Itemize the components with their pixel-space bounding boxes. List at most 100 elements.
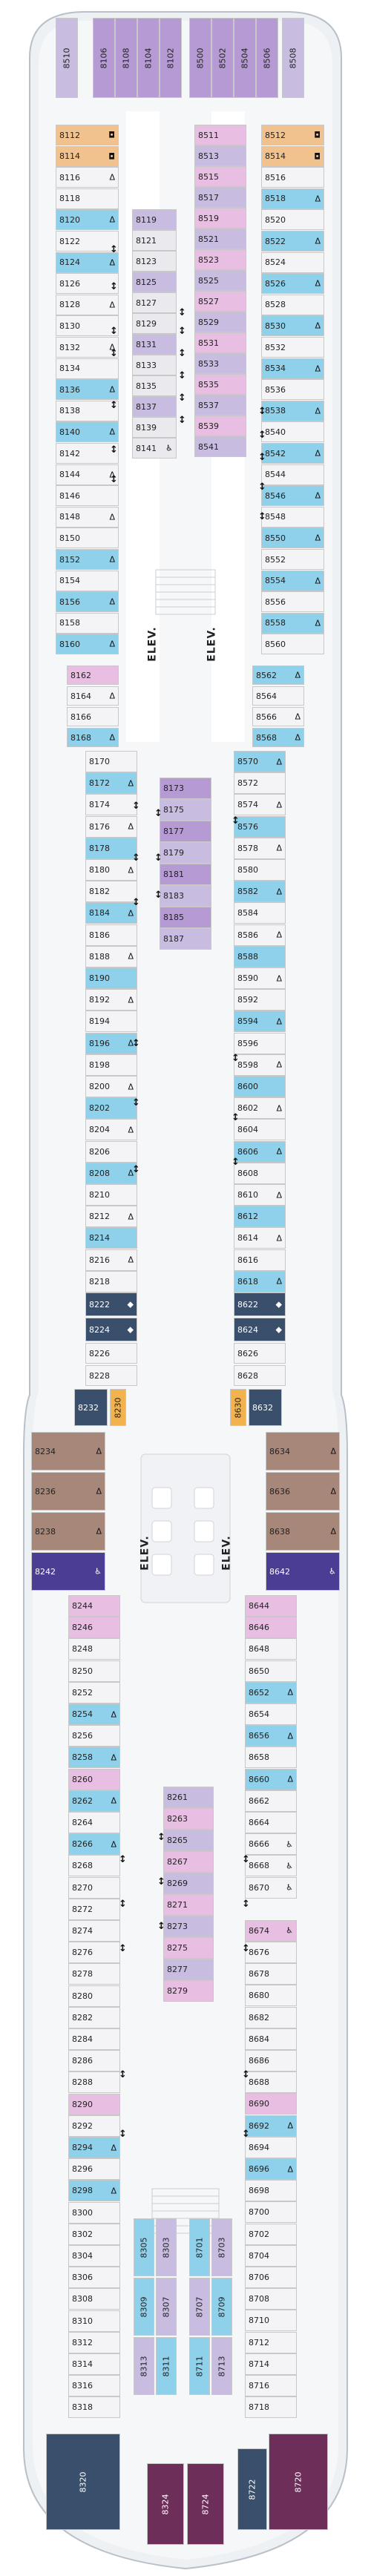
cabin-8709[interactable]: 8709	[211, 2278, 232, 2336]
cabin-8139[interactable]: 8139	[132, 417, 177, 438]
cabin-8300[interactable]: 8300	[68, 2201, 120, 2224]
cabin-8612[interactable]: 8612	[234, 1206, 286, 1228]
cabin-8580[interactable]: 8580	[234, 859, 286, 881]
cabin-8214[interactable]: 8214	[85, 1227, 137, 1249]
cabin-8112[interactable]: 8112◘	[56, 125, 119, 145]
cabin-8531[interactable]: 8531	[194, 332, 246, 353]
cabin-8521[interactable]: 8521	[194, 229, 246, 249]
cabin-8308[interactable]: 8308	[68, 2288, 120, 2310]
cabin-8644[interactable]: 8644	[245, 1595, 297, 1617]
cabin-8674[interactable]: 8674♿	[245, 1919, 297, 1942]
cabin-8520[interactable]: 8520	[261, 209, 324, 231]
cabin-8318[interactable]: 8318	[68, 2396, 120, 2419]
cabin-8275[interactable]: 8275	[163, 1937, 214, 1959]
cabin-8127[interactable]: 8127	[132, 292, 177, 313]
cabin-8678[interactable]: 8678	[245, 1963, 297, 1985]
cabin-8185[interactable]: 8185	[160, 907, 211, 928]
cabin-8560[interactable]: 8560	[261, 634, 324, 655]
cabin-8242[interactable]: 8242♿	[31, 1552, 105, 1591]
cabin-8628[interactable]: 8628	[234, 1365, 286, 1386]
cabin-8154[interactable]: 8154	[56, 570, 119, 591]
cabin-8296[interactable]: 8296	[68, 2158, 120, 2181]
cabin-8552[interactable]: 8552	[261, 549, 324, 570]
cabin-8102[interactable]: 8102	[160, 18, 182, 98]
cabin-8146[interactable]: 8146	[56, 485, 119, 507]
cabin-8506[interactable]: 8506	[256, 18, 278, 98]
cabin-8246[interactable]: 8246	[68, 1617, 120, 1639]
cabin-8556[interactable]: 8556	[261, 591, 324, 613]
cabin-8272[interactable]: 8272	[68, 1898, 120, 1920]
cabin-8537[interactable]: 8537	[194, 395, 246, 415]
cabin-8516[interactable]: 8516	[261, 167, 324, 188]
cabin-8303[interactable]: 8303	[156, 2218, 177, 2276]
cabin-8232[interactable]: 8232	[74, 1389, 108, 1426]
cabin-8712[interactable]: 8712	[245, 2331, 297, 2353]
cabin-8125[interactable]: 8125	[132, 272, 177, 292]
cabin-8596[interactable]: 8596	[234, 1032, 286, 1054]
cabin-8304[interactable]: 8304	[68, 2245, 120, 2267]
cabin-8670[interactable]: 8670♿	[245, 1876, 297, 1899]
cabin-8286[interactable]: 8286	[68, 2050, 120, 2072]
cabin-8576[interactable]: 8576	[234, 815, 286, 838]
cabin-8166[interactable]: 8166	[67, 707, 119, 726]
cabin-8130[interactable]: 8130	[56, 315, 119, 337]
cabin-8182[interactable]: 8182	[85, 881, 137, 903]
cabin-8508[interactable]: 8508	[282, 18, 304, 98]
cabin-8310[interactable]: 8310	[68, 2310, 120, 2332]
cabin-8654[interactable]: 8654	[245, 1703, 297, 1725]
cabin-8108[interactable]: 8108	[115, 18, 137, 98]
cabin-8282[interactable]: 8282	[68, 2006, 120, 2028]
cabin-8682[interactable]: 8682	[245, 2006, 297, 2028]
cabin-8306[interactable]: 8306	[68, 2267, 120, 2289]
cabin-8714[interactable]: 8714	[245, 2353, 297, 2375]
cabin-8206[interactable]: 8206	[85, 1140, 137, 1163]
cabin-8536[interactable]: 8536	[261, 379, 324, 401]
cabin-8175[interactable]: 8175	[160, 799, 211, 821]
cabin-8588[interactable]: 8588	[234, 945, 286, 967]
cabin-8314[interactable]: 8314	[68, 2353, 120, 2375]
cabin-8252[interactable]: 8252	[68, 1681, 120, 1703]
cabin-8316[interactable]: 8316	[68, 2375, 120, 2397]
cabin-8267[interactable]: 8267	[163, 1851, 214, 1873]
cabin-8274[interactable]: 8274	[68, 1920, 120, 1942]
cabin-8126[interactable]: 8126	[56, 273, 119, 295]
cabin-8512[interactable]: 8512◘	[261, 125, 324, 145]
cabin-8710[interactable]: 8710	[245, 2310, 297, 2332]
cabin-8707[interactable]: 8707	[189, 2278, 210, 2336]
cabin-8222[interactable]: 8222◆	[85, 1292, 137, 1316]
cabin-8248[interactable]: 8248	[68, 1638, 120, 1660]
cabin-8134[interactable]: 8134	[56, 358, 119, 379]
cabin-8604[interactable]: 8604	[234, 1119, 286, 1141]
cabin-8724[interactable]: 8724	[187, 2463, 224, 2545]
cabin-8713[interactable]: 8713	[211, 2337, 232, 2395]
cabin-8226[interactable]: 8226	[85, 1343, 137, 1364]
cabin-8626[interactable]: 8626	[234, 1343, 286, 1364]
